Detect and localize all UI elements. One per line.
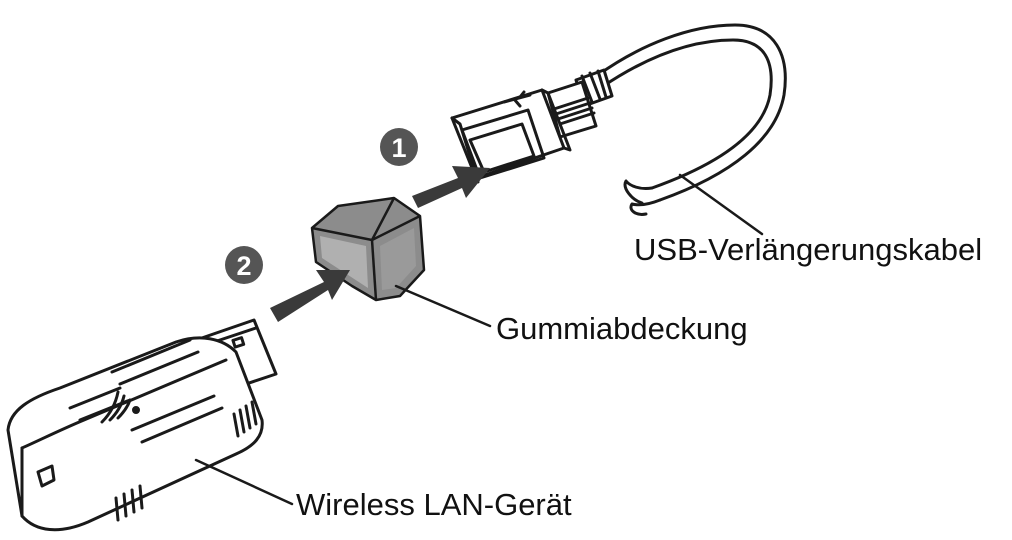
leader-lines [194,173,764,506]
rubber-cover-label: Gummiabdeckung [496,311,748,346]
step-badge-1: 1 [380,128,418,166]
leader-line-rubber-cover [394,284,492,328]
wireless-lan-device [6,318,278,532]
usb-extension-cable-label: USB-Verlängerungskabel [634,232,983,267]
leader-line-usb-cable [678,173,764,236]
step-badge-2: 2 [225,246,263,284]
usb-extension-cable [450,23,787,216]
step-number-1: 1 [391,133,406,163]
insert-arrow-1 [412,166,490,208]
step-number-2: 2 [236,251,251,281]
leader-line-lan-device [194,458,294,506]
wireless-lan-device-label: Wireless LAN-Gerät [296,487,572,522]
insert-arrow-2 [270,270,350,322]
